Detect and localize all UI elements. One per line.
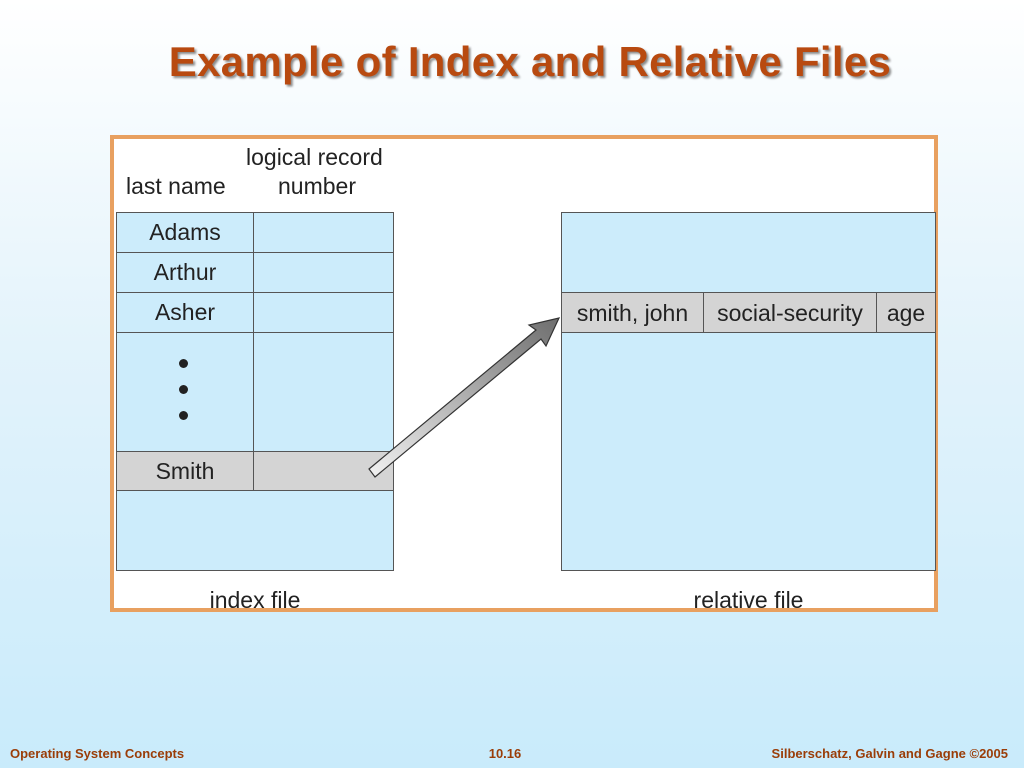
index-name-cell-highlighted (116, 451, 254, 491)
relative-file-caption: relative file (693, 587, 804, 613)
index-row-label: Asher (154, 299, 216, 325)
record-field-age: age (886, 300, 926, 326)
ellipsis-dot (179, 411, 188, 420)
relative-file-lower-area (561, 332, 936, 571)
relative-record-field (703, 292, 877, 333)
index-record-cell (253, 252, 394, 293)
index-row-label: Smith (155, 458, 215, 484)
header-logical-record: logical record (246, 144, 383, 170)
index-file-caption: index file (209, 587, 301, 613)
header-last-name: last name (126, 173, 226, 199)
relative-file-upper-area (561, 212, 936, 293)
footer-right: Silberschatz, Galvin and Gagne ©2005 (771, 746, 1008, 761)
header-number: number (278, 173, 356, 199)
index-row-label: Arthur (153, 259, 217, 285)
footer-page-number: 10.16 (488, 746, 522, 761)
relative-record-field (876, 292, 936, 333)
footer-left: Operating System Concepts (10, 746, 185, 761)
ellipsis-dot (179, 385, 188, 394)
index-name-cell (116, 252, 254, 293)
index-empty-area (116, 490, 394, 571)
index-record-cell (253, 332, 394, 452)
slide-title: Example of Index and Relative Files (168, 38, 892, 85)
record-field-name: smith, john (576, 300, 689, 326)
index-row-label: Adams (149, 219, 221, 245)
ellipsis-dot (179, 359, 188, 368)
index-record-cell (253, 212, 394, 253)
record-field-ssn: social-security (717, 300, 863, 326)
index-name-cell (116, 292, 254, 333)
